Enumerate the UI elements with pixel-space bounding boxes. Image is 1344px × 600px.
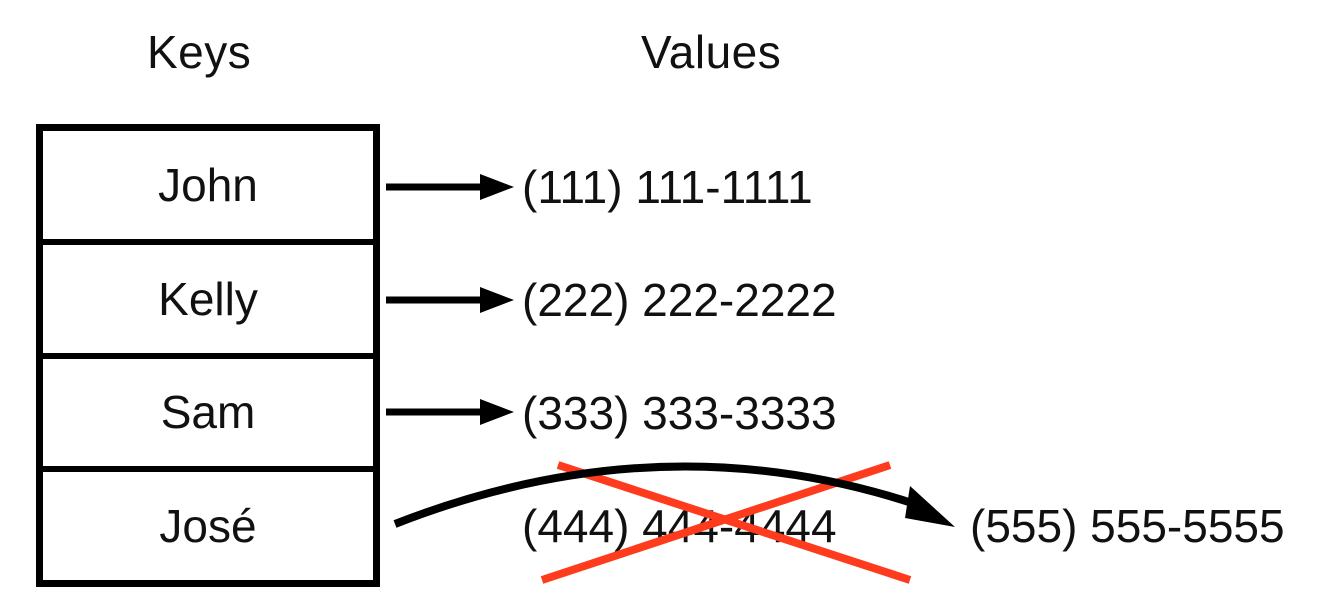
arrow-john [386,174,514,200]
key-table: John Kelly Sam José [36,124,380,587]
value-john: (111) 111-1111 [522,161,813,213]
value-sam: (333) 333-3333 [522,387,837,439]
value-jose-new: (555) 555-5555 [970,500,1285,552]
values-heading: Values [641,26,782,78]
key-cell-kelly: Kelly [43,245,373,359]
arrow-sam [386,399,514,425]
value-kelly: (222) 222-2222 [522,274,837,326]
arrow-kelly [386,287,514,313]
value-jose-old: (444) 444-4444 [522,500,837,552]
key-cell-sam: Sam [43,359,373,473]
key-cell-jose: José [159,500,257,553]
keys-heading: Keys [147,26,252,78]
key-cell-john: John [43,131,373,245]
